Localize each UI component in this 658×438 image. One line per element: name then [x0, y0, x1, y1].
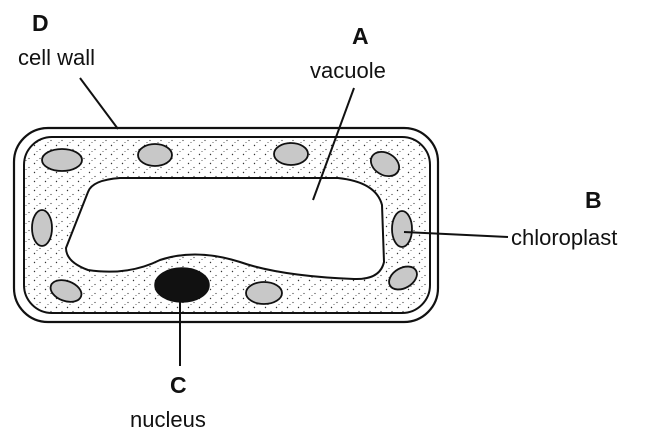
label-b-letter: B [585, 189, 602, 212]
label-c-letter: C [170, 374, 187, 397]
chloroplast [392, 211, 412, 247]
label-c-text: nucleus [130, 409, 206, 431]
chloroplast [32, 210, 52, 246]
nucleus [155, 268, 209, 302]
label-a-letter: A [352, 25, 369, 48]
chloroplast [138, 144, 172, 166]
label-a-text: vacuole [310, 60, 386, 82]
chloroplast [246, 282, 282, 304]
label-d-letter: D [32, 12, 49, 35]
label-b-text: chloroplast [511, 227, 617, 249]
chloroplast [274, 143, 308, 165]
chloroplast [42, 149, 82, 171]
label-d-text: cell wall [18, 47, 95, 69]
pointer-line-d [80, 78, 118, 129]
